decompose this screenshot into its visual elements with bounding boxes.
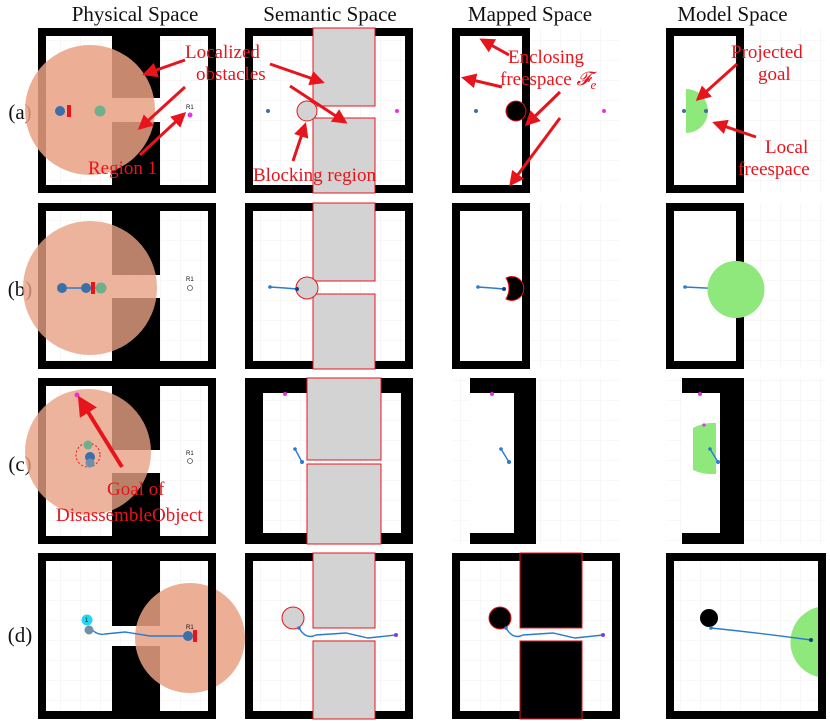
- model-freespace-b-right: [736, 261, 765, 318]
- label-projected: Projected: [731, 42, 803, 63]
- label-localized: Localized: [185, 42, 260, 63]
- robot: [55, 106, 65, 116]
- label-obstacles: obstacles: [196, 64, 266, 85]
- model-freespace-b-left: [707, 261, 736, 318]
- r1-label: R1: [186, 625, 194, 631]
- label-freespace-fe: freespace 𝓕e: [500, 69, 597, 92]
- label-goal-of: Goal of: [107, 479, 165, 500]
- panel-mapped-d: [452, 552, 620, 720]
- panel-semantic-b: [245, 202, 413, 370]
- row-label-d: (d): [7, 623, 33, 647]
- sensor-disk: [25, 45, 155, 175]
- panel-semantic-d: [245, 552, 413, 720]
- panel-mapped-c: [452, 378, 620, 544]
- label-disassemble-object: DisassembleObject: [56, 505, 203, 526]
- column-header-mapped: Mapped Space: [467, 2, 593, 26]
- panel-semantic-c: [245, 377, 413, 545]
- label-enclosing: Enclosing: [508, 47, 584, 68]
- r1-label: R1: [186, 277, 194, 283]
- goal-marker: [187, 112, 193, 118]
- label-region-1: Region 1: [88, 158, 157, 179]
- semantic-region-lower: [312, 117, 376, 194]
- blocking-region: [296, 100, 318, 122]
- semantic-region-upper: [312, 27, 376, 107]
- panel-model-a: [666, 28, 826, 193]
- column-header-model: Model Space: [677, 2, 788, 26]
- r1-label: R1: [186, 105, 194, 111]
- mapped-obstacle: [505, 100, 527, 122]
- r1-label: R1: [186, 451, 194, 457]
- panel-mapped-b: [452, 203, 620, 369]
- label-goal: goal: [758, 64, 791, 85]
- panel-physical-b: R1: [23, 203, 216, 369]
- panel-physical-c: R1: [25, 378, 216, 544]
- movable-object: [94, 105, 106, 117]
- panel-physical-a: R1: [25, 28, 216, 193]
- column-header-physical: Physical Space: [71, 2, 199, 26]
- panel-model-d: [666, 553, 826, 719]
- column-header-semantic: Semantic Space: [263, 2, 397, 26]
- panel-physical-d: 1 R1: [38, 553, 245, 719]
- object-label-1: 1: [85, 618, 89, 624]
- label-blocking-region: Blocking region: [253, 165, 376, 186]
- label-freespace: freespace: [738, 159, 810, 180]
- label-local: Local: [765, 137, 808, 158]
- panel-model-c: [666, 378, 826, 544]
